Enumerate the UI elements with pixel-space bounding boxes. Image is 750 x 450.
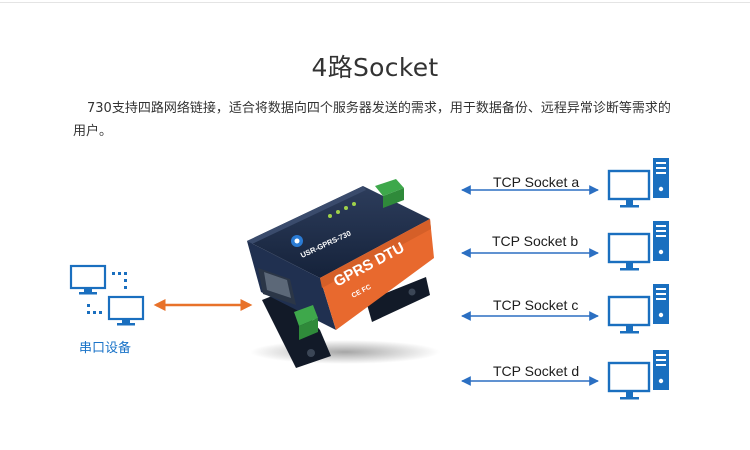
socket-d-label: TCP Socket d <box>493 363 580 379</box>
serial-device-label: 串口设备 <box>79 341 132 356</box>
server-computer-icon <box>607 284 669 334</box>
gprs-dtu-device <box>247 179 440 368</box>
serial-device-icon <box>69 264 145 326</box>
top-divider <box>0 2 750 3</box>
socket-c-label: TCP Socket c <box>493 297 579 313</box>
feature-description: 730支持四路网络链接，适合将数据向四个服务器发送的需求，用于数据备份、远程异常… <box>73 101 671 139</box>
socket-a-label: TCP Socket a <box>493 174 580 190</box>
server-computer-icon <box>607 221 669 271</box>
page-title: 4路Socket <box>311 53 439 82</box>
server-computer-icon <box>607 350 669 400</box>
socket-b-label: TCP Socket b <box>492 233 579 249</box>
server-computer-icon <box>607 158 669 208</box>
